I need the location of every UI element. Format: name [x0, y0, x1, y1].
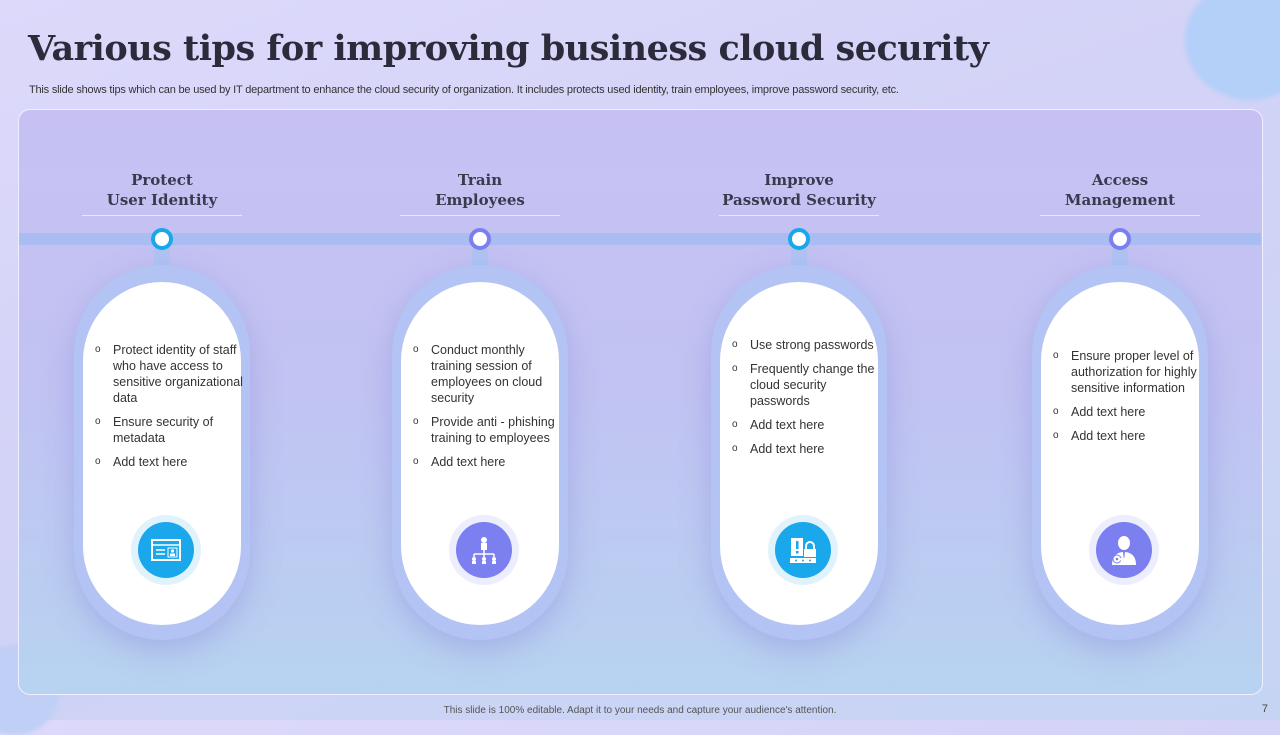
tip-bullet: Ensure proper level of authorization for… [1051, 348, 1201, 396]
tip-card: Ensure proper level of authorization for… [1032, 265, 1208, 640]
tip-bullet: Add text here [730, 417, 880, 433]
icon-halo [131, 515, 201, 585]
decor-blob [1185, 0, 1280, 100]
icon-halo [1089, 515, 1159, 585]
tip-bullet: Conduct monthly training session of empl… [411, 342, 561, 406]
tip-heading-line: Improve [764, 171, 834, 189]
page-number: 7 [1261, 703, 1268, 715]
tip-heading-line: Access [1091, 171, 1149, 189]
timeline-node [1109, 228, 1131, 250]
tip-card-body: Conduct monthly training session of empl… [401, 282, 559, 625]
tip-card-body: Protect identity of staff who have acces… [83, 282, 243, 625]
tip-bullet: Protect identity of staff who have acces… [93, 342, 243, 406]
tip-heading-line: Protect [131, 171, 193, 189]
tip-bullet: Frequently change the cloud security pas… [730, 361, 880, 409]
tip-heading-line: Password Security [722, 191, 876, 209]
tip-card: Conduct monthly training session of empl… [392, 265, 568, 640]
tip-bullets: Ensure proper level of authorization for… [1051, 348, 1201, 452]
password-lock-icon [775, 522, 831, 578]
icon-halo [768, 515, 838, 585]
tip-card: Protect identity of staff who have acces… [74, 265, 250, 640]
footer-note: This slide is 100% editable. Adapt it to… [443, 705, 837, 716]
tip-bullets: Use strong passwordsFrequently change th… [730, 337, 880, 465]
tip-bullet: Add text here [730, 441, 880, 457]
tip-heading-line: User Identity [106, 191, 218, 209]
user-key-icon [1096, 522, 1152, 578]
timeline-node [469, 228, 491, 250]
tip-heading-line: Management [1064, 191, 1176, 209]
tip-bullet: Add text here [411, 454, 561, 470]
tip-card-body: Use strong passwordsFrequently change th… [720, 282, 878, 625]
tip-bullet: Add text here [93, 454, 243, 470]
timeline-node [788, 228, 810, 250]
id-card-icon [138, 522, 194, 578]
slide-subtitle: This slide shows tips which can be used … [29, 84, 899, 96]
tip-heading-line: Train [457, 171, 503, 189]
tip-bullet: Use strong passwords [730, 337, 880, 353]
tip-heading-line: Employees [435, 191, 525, 209]
timeline-band [19, 233, 1261, 245]
tip-card-body: Ensure proper level of authorization for… [1041, 282, 1199, 625]
tip-bullet: Provide anti - phishing training to empl… [411, 414, 561, 446]
slide-title: Various tips for improving business clou… [28, 28, 989, 69]
org-chart-icon [456, 522, 512, 578]
tip-card: Use strong passwordsFrequently change th… [711, 265, 887, 640]
tip-bullets: Conduct monthly training session of empl… [411, 342, 561, 478]
tip-bullet: Add text here [1051, 428, 1201, 444]
tip-bullet: Add text here [1051, 404, 1201, 420]
tip-bullets: Protect identity of staff who have acces… [93, 342, 243, 478]
tip-bullet: Ensure security of metadata [93, 414, 243, 446]
icon-halo [449, 515, 519, 585]
timeline-node [151, 228, 173, 250]
